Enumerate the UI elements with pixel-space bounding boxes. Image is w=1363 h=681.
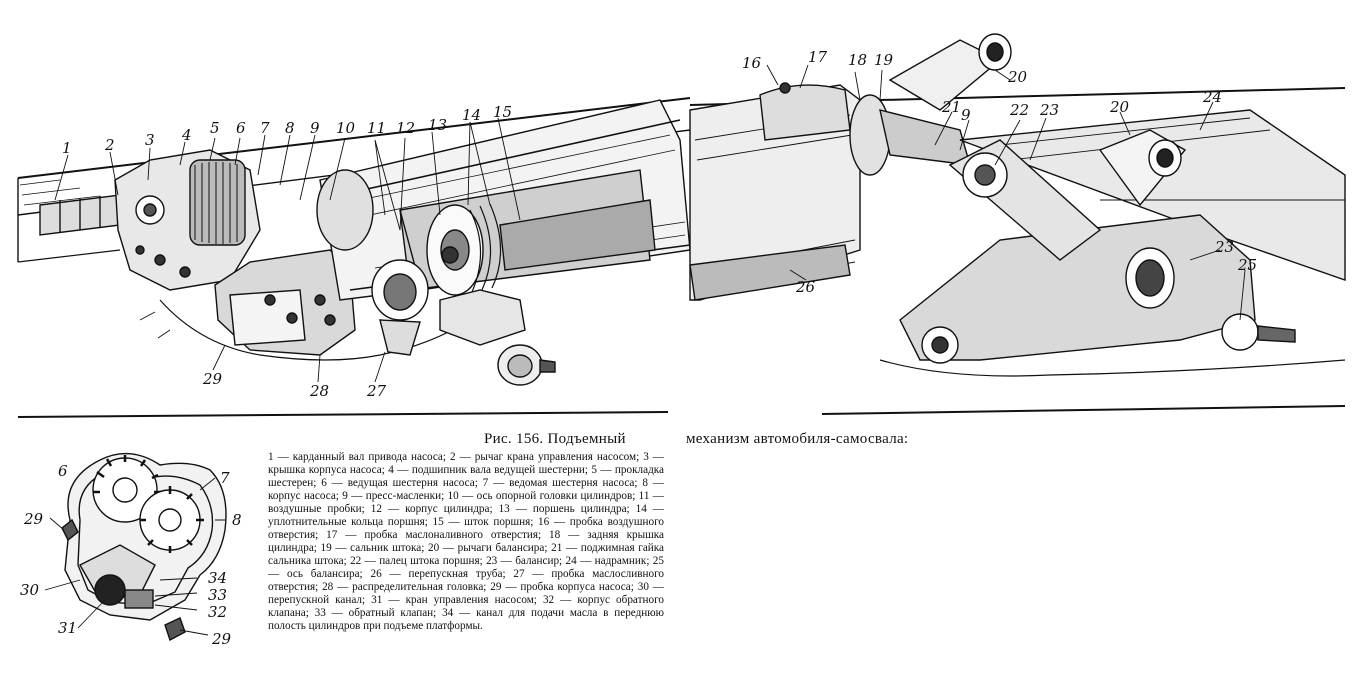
callout-pump-34: 34 bbox=[208, 569, 227, 587]
callout-pump-30: 30 bbox=[20, 581, 40, 599]
callout-8: 8 bbox=[285, 119, 295, 137]
callout-15: 15 bbox=[493, 103, 512, 121]
callout-12: 12 bbox=[396, 119, 415, 137]
callout-1: 1 bbox=[62, 139, 72, 157]
callout-26: 26 bbox=[795, 278, 816, 296]
callout-29: 29 bbox=[202, 370, 223, 388]
callout-21: 21 bbox=[941, 98, 961, 116]
pump-section-drawing bbox=[44, 452, 227, 642]
callout-27: 27 bbox=[366, 382, 387, 400]
callout-pump-7: 7 bbox=[220, 469, 230, 487]
callouts-pump: 6 7 8 29 30 31 34 33 32 29 bbox=[20, 462, 242, 648]
callout-4: 4 bbox=[181, 126, 192, 144]
callout-9-right: 9 bbox=[961, 106, 971, 124]
callout-5: 5 bbox=[210, 119, 220, 137]
callout-18: 18 bbox=[848, 51, 867, 69]
callout-17: 17 bbox=[808, 48, 828, 66]
callout-25: 25 bbox=[1237, 256, 1257, 274]
caption-title-left: Рис. 156. Подъемный bbox=[484, 431, 626, 447]
callout-19: 19 bbox=[874, 51, 894, 69]
callout-20-right: 20 bbox=[1109, 98, 1130, 116]
callout-3: 3 bbox=[145, 131, 155, 149]
callout-16: 16 bbox=[742, 54, 762, 72]
callout-23-right: 23 bbox=[1214, 238, 1234, 256]
callout-pump-31: 31 bbox=[58, 619, 77, 637]
callout-pump-32: 32 bbox=[208, 603, 227, 621]
callout-pump-8: 8 bbox=[232, 511, 242, 529]
callout-9: 9 bbox=[310, 119, 320, 137]
callout-pump-33: 33 bbox=[208, 586, 227, 604]
callout-20-top: 20 bbox=[1007, 68, 1028, 86]
callout-11: 11 bbox=[367, 119, 386, 137]
callouts-left: 1 2 3 4 5 6 7 8 9 10 11 12 13 14 15 29 2… bbox=[62, 103, 512, 400]
callout-10: 10 bbox=[336, 119, 356, 137]
callouts-right: 16 17 18 19 20 21 9 22 23 20 24 23 25 26 bbox=[742, 48, 1257, 296]
caption-title-right: механизм автомобиля-самосвала: bbox=[686, 431, 909, 447]
callout-pump-29: 29 bbox=[23, 510, 44, 528]
callout-22: 22 bbox=[1009, 101, 1029, 119]
callout-7: 7 bbox=[260, 119, 270, 137]
callout-24: 24 bbox=[1202, 88, 1222, 106]
callout-pump-6: 6 bbox=[58, 462, 68, 480]
right-drawing bbox=[689, 33, 1346, 415]
callout-13: 13 bbox=[428, 116, 447, 134]
callout-23-top: 23 bbox=[1039, 101, 1059, 119]
left-drawing bbox=[17, 97, 691, 418]
callout-14: 14 bbox=[462, 106, 481, 124]
caption-legend-left: 1 — карданный вал привода насоса; 2 — ры… bbox=[268, 451, 664, 632]
callout-28: 28 bbox=[309, 382, 329, 400]
callout-pump-29-bottom: 29 bbox=[211, 630, 232, 648]
callout-2: 2 bbox=[104, 136, 115, 154]
callout-6: 6 bbox=[236, 119, 246, 137]
